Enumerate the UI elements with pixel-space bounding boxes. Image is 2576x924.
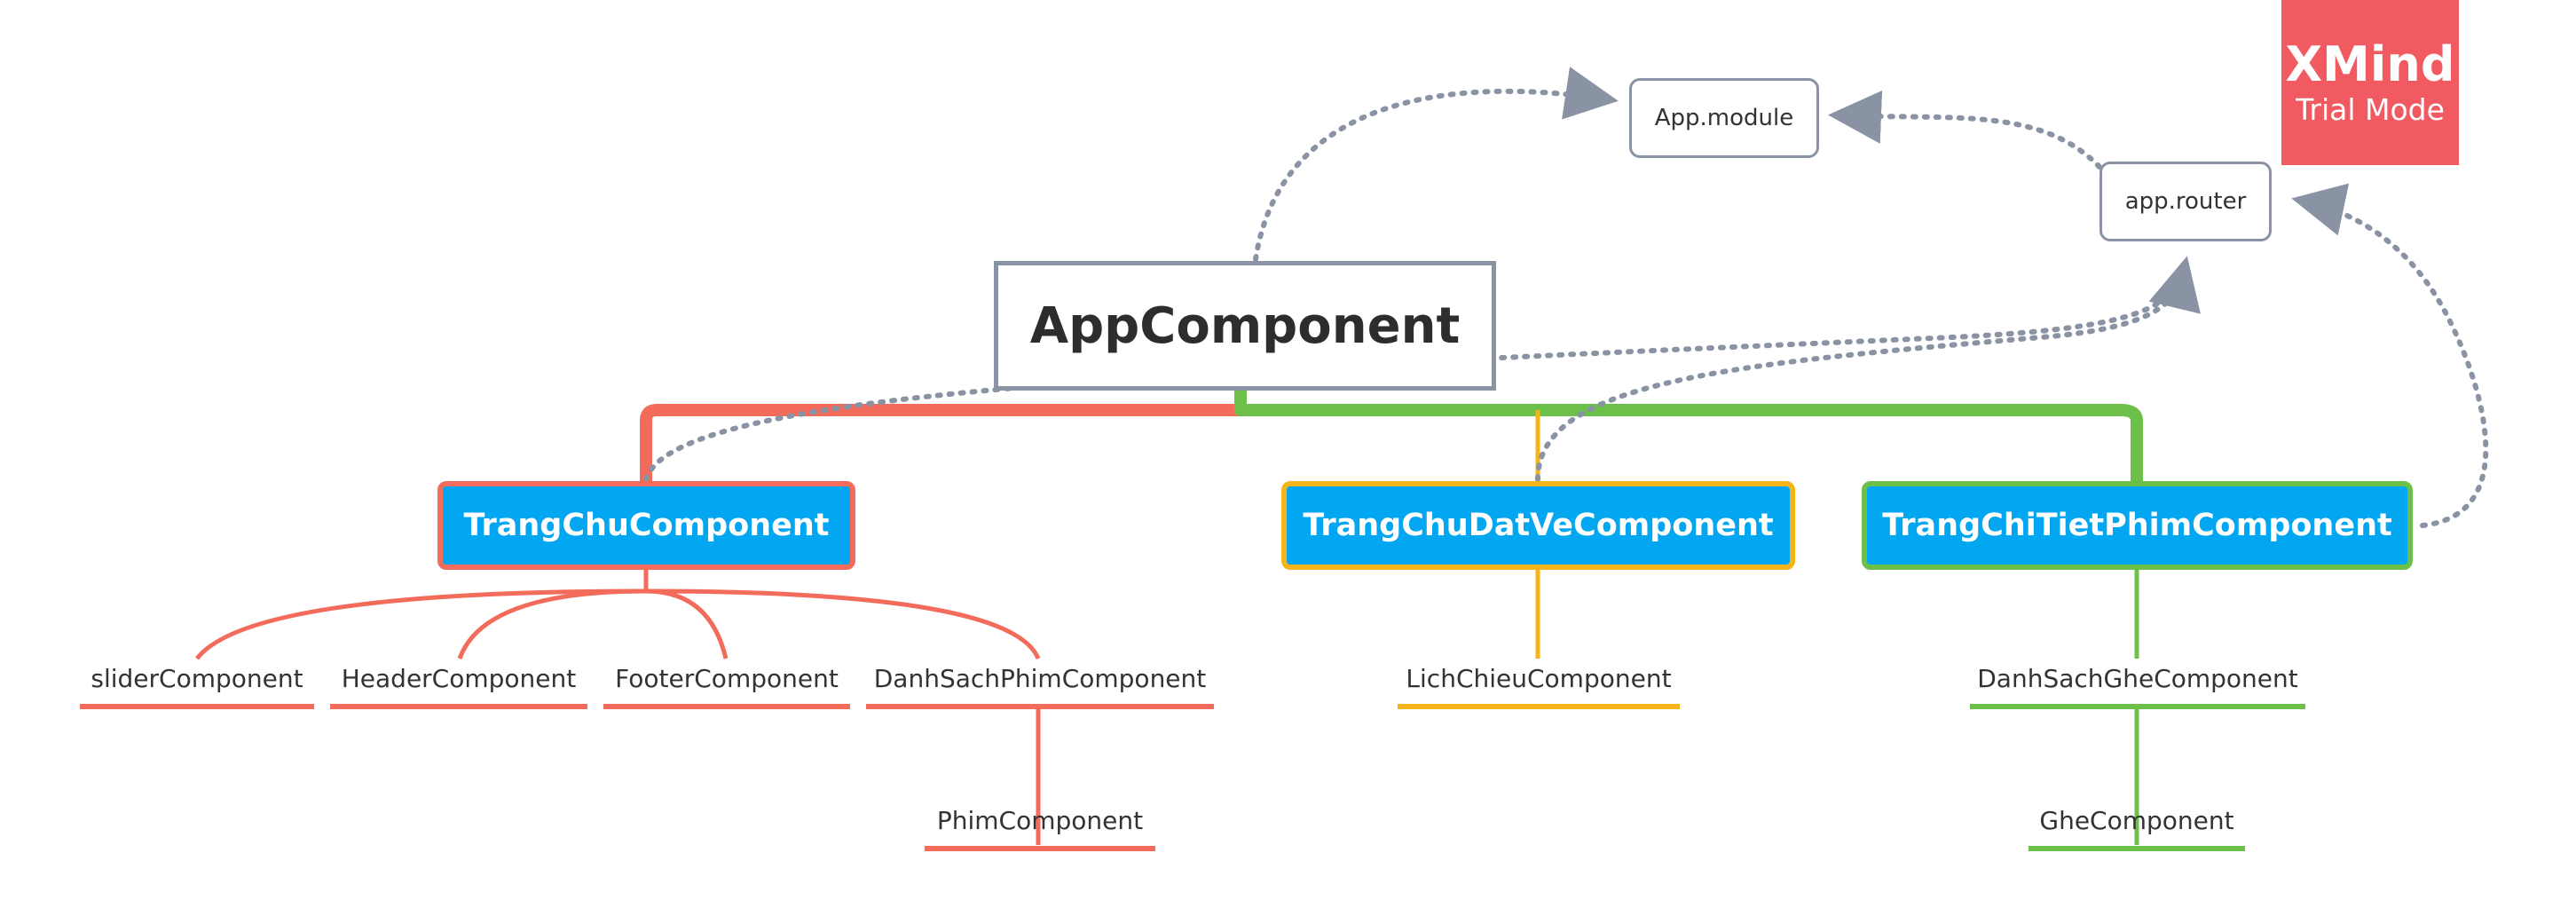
branch-trunk-red <box>640 391 1247 481</box>
relation-appcomponent-to-appmodule <box>1253 67 1619 262</box>
relation-trangchu-to-approuter <box>643 256 2201 482</box>
connector-header <box>457 588 647 659</box>
relation-datve-to-approuter <box>1535 265 2187 482</box>
connector-footer <box>645 588 729 659</box>
subtopic-ghe[interactable]: GheComponent <box>2039 806 2234 835</box>
xmind-trial-watermark: XMind Trial Mode <box>2281 0 2459 165</box>
floating-topic-app-module[interactable]: App.module <box>1629 78 1819 158</box>
main-topic-trangchudatve[interactable]: TrangChuDatVeComponent <box>1281 481 1795 570</box>
relation-chitiet-to-approuter <box>2291 183 2489 528</box>
subtopic-danhsachphim[interactable]: DanhSachPhimComponent <box>873 664 1207 693</box>
main-topic-trangchitietphim[interactable]: TrangChiTietPhimComponent <box>1862 481 2413 570</box>
subtopic-header[interactable]: HeaderComponent <box>341 664 577 693</box>
central-topic-appcomponent[interactable]: AppComponent <box>994 261 1496 391</box>
subtopic-lichchieu[interactable]: LichChieuComponent <box>1406 664 1672 693</box>
branch-trunk-green <box>1234 391 2143 481</box>
main-topic-trangchu[interactable]: TrangChuComponent <box>437 481 855 570</box>
connector-slider <box>195 570 649 660</box>
watermark-subtitle: Trial Mode <box>2296 92 2445 127</box>
subtopic-footer[interactable]: FooterComponent <box>615 664 839 693</box>
subtopic-slider[interactable]: sliderComponent <box>91 664 303 693</box>
relation-approuter-to-appmodule <box>1828 90 2102 170</box>
connector-danhsachphim <box>645 588 1041 660</box>
subtopic-danhsachghe[interactable]: DanhSachGheComponent <box>1977 664 2298 693</box>
floating-topic-app-router[interactable]: app.router <box>2099 162 2272 241</box>
subtopic-phim[interactable]: PhimComponent <box>936 806 1144 835</box>
watermark-title: XMind <box>2285 36 2455 92</box>
